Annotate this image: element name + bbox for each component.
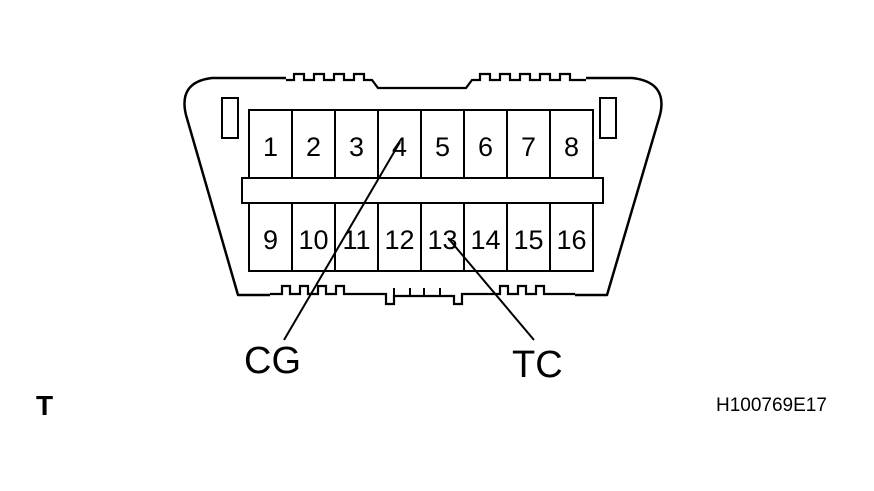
pin-number-6: 6 (478, 132, 493, 162)
callout-label-tc: TC (512, 344, 563, 386)
right-guide-slot (599, 97, 617, 139)
pin-number-3: 3 (349, 132, 364, 162)
pin-number-2: 2 (306, 132, 321, 162)
pin-number-13: 13 (427, 225, 457, 255)
pin-number-16: 16 (556, 225, 586, 255)
bottom-serrations (270, 284, 575, 318)
pin-number-9: 9 (263, 225, 278, 255)
figure-code: H100769E17 (716, 395, 827, 416)
top-serrations (286, 70, 586, 90)
pin-number-1: 1 (263, 132, 278, 162)
left-guide-slot (221, 97, 239, 139)
pin-number-15: 15 (513, 225, 543, 255)
pin-number-4: 4 (392, 132, 407, 162)
cg-leader-line (283, 141, 401, 341)
center-divider-bar (241, 177, 604, 204)
pin-number-8: 8 (564, 132, 579, 162)
pin-number-12: 12 (384, 225, 414, 255)
pin-number-11: 11 (342, 225, 370, 255)
connector-housing (183, 76, 663, 297)
callout-label-cg: CG (244, 340, 301, 382)
tc-leader-line (447, 237, 535, 341)
pin-number-14: 14 (470, 225, 500, 255)
pin-dividers (291, 110, 551, 271)
pin-number-5: 5 (435, 132, 450, 162)
pin-number-7: 7 (521, 132, 536, 162)
corner-mark: T (36, 390, 53, 421)
pin-number-10: 10 (298, 225, 328, 255)
